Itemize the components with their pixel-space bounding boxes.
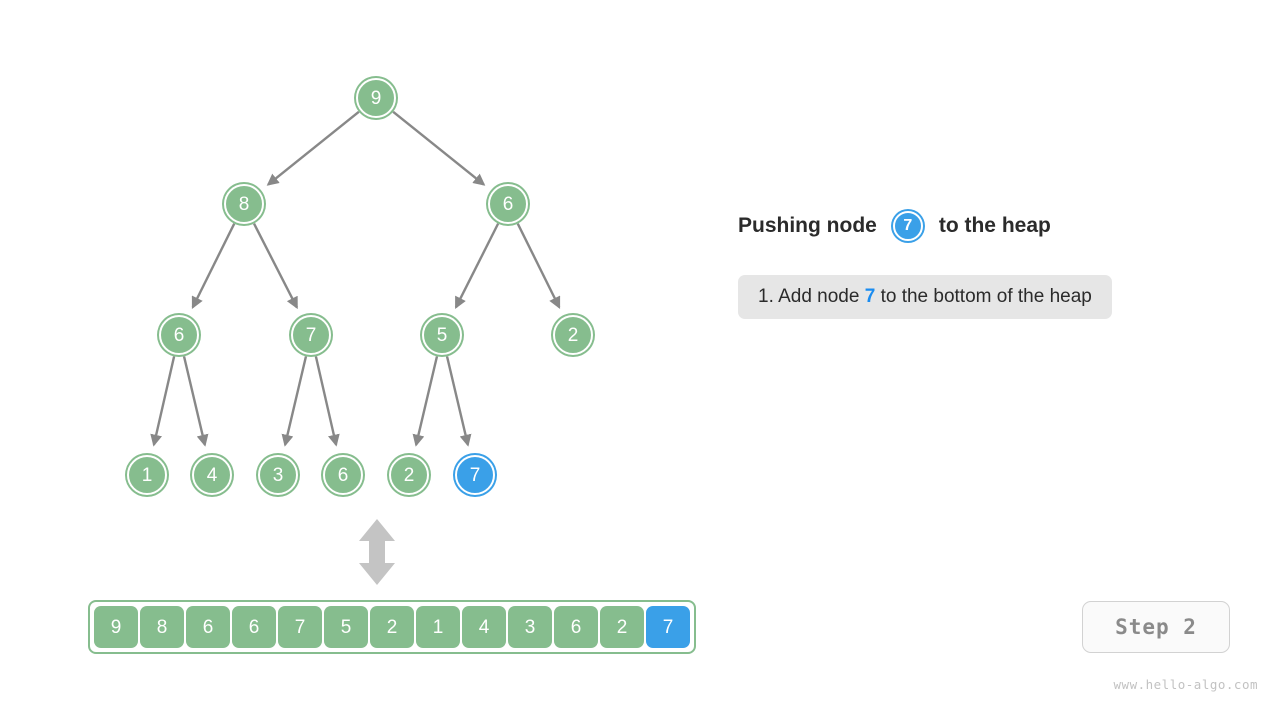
tree-node-n10: 6 bbox=[323, 455, 363, 495]
array-cell-value: 4 bbox=[478, 616, 490, 638]
tree-node-value: 6 bbox=[502, 193, 514, 215]
tree-node-n9: 3 bbox=[258, 455, 298, 495]
tree-node-n4: 7 bbox=[291, 315, 331, 355]
array-cell-value: 2 bbox=[386, 616, 398, 638]
pushed-node-badge: 7 bbox=[892, 211, 923, 241]
array-cell-value: 2 bbox=[616, 616, 628, 638]
array-cell-10: 6 bbox=[554, 606, 598, 648]
tree-edge-n5-n12 bbox=[445, 356, 472, 447]
tree-node-value: 7 bbox=[469, 464, 481, 486]
description-panel: Pushing node 7 to the heap 1. Add node 7… bbox=[738, 206, 1238, 319]
tree-array-equivalence-arrow bbox=[358, 518, 396, 586]
binary-heap-tree: 9 8 6 6 7 5 2 1 4 3 6 2 7 bbox=[0, 0, 720, 540]
array-cell-value: 6 bbox=[248, 616, 260, 638]
tree-node-n5: 5 bbox=[422, 315, 462, 355]
tree-node-value: 8 bbox=[238, 193, 250, 215]
tree-node-value: 9 bbox=[370, 87, 382, 109]
tree-node-value: 7 bbox=[305, 324, 317, 346]
step-text-prefix: 1. Add node bbox=[758, 286, 865, 307]
step-badge-label: Step 2 bbox=[1115, 615, 1197, 639]
tree-edges-layer bbox=[150, 110, 561, 447]
tree-node-value: 6 bbox=[173, 324, 185, 346]
tree-node-n7: 1 bbox=[127, 455, 167, 495]
array-cell-4: 7 bbox=[278, 606, 322, 648]
tree-edge-n3-n7 bbox=[150, 356, 176, 447]
array-cell-11: 2 bbox=[600, 606, 644, 648]
array-cell-0: 9 bbox=[94, 606, 138, 648]
array-cell-value: 7 bbox=[662, 616, 674, 638]
array-cell-8: 4 bbox=[462, 606, 506, 648]
array-cell-1: 8 bbox=[140, 606, 184, 648]
array-cell-value: 6 bbox=[202, 616, 214, 638]
array-cell-value: 7 bbox=[294, 616, 306, 638]
tree-edge-n5-n11 bbox=[412, 356, 439, 447]
tree-node-n11: 2 bbox=[389, 455, 429, 495]
tree-edge-n4-n10 bbox=[314, 356, 340, 447]
panel-title-suffix: to the heap bbox=[938, 214, 1051, 237]
watermark: www.hello-algo.com bbox=[1113, 677, 1258, 692]
array-cell-3: 6 bbox=[232, 606, 276, 648]
tree-node-value: 6 bbox=[337, 464, 349, 486]
tree-node-n12: 7 bbox=[455, 455, 495, 495]
array-cell-2: 6 bbox=[186, 606, 230, 648]
step-text-highlight: 7 bbox=[864, 286, 876, 307]
array-cell-12: 7 bbox=[646, 606, 690, 648]
tree-node-n6: 2 bbox=[553, 315, 593, 355]
array-cell-7: 1 bbox=[416, 606, 460, 648]
tree-node-n8: 4 bbox=[192, 455, 232, 495]
array-cell-value: 1 bbox=[432, 616, 444, 638]
tree-edge-n3-n8 bbox=[182, 356, 209, 447]
array-cell-9: 3 bbox=[508, 606, 552, 648]
tree-edge-n0-n2 bbox=[392, 110, 486, 186]
array-cell-value: 8 bbox=[156, 616, 168, 638]
tree-node-n2: 6 bbox=[488, 184, 528, 224]
tree-node-value: 4 bbox=[206, 464, 218, 486]
tree-node-value: 2 bbox=[567, 324, 579, 346]
tree-node-n1: 8 bbox=[224, 184, 264, 224]
heap-array: 9 8 6 6 7 5 2 1 4 3 6 2 7 bbox=[88, 600, 696, 654]
panel-title: Pushing node 7 to the heap bbox=[738, 206, 1238, 246]
array-cell-value: 6 bbox=[570, 616, 582, 638]
tree-edge-n0-n1 bbox=[266, 110, 360, 186]
array-cell-value: 3 bbox=[524, 616, 536, 638]
panel-title-prefix: Pushing node bbox=[738, 214, 877, 237]
tree-node-value: 3 bbox=[272, 464, 284, 486]
tree-node-value: 1 bbox=[141, 464, 153, 486]
array-cell-value: 9 bbox=[110, 616, 122, 638]
step-badge: Step 2 bbox=[1082, 601, 1230, 653]
tree-edge-n2-n5 bbox=[454, 223, 500, 310]
step-instruction-box: 1. Add node 7 to the bottom of the heap bbox=[738, 275, 1112, 319]
tree-node-n3: 6 bbox=[159, 315, 199, 355]
tree-node-n0: 9 bbox=[356, 78, 396, 118]
array-cell-6: 2 bbox=[370, 606, 414, 648]
tree-edge-n4-n9 bbox=[281, 356, 308, 447]
tree-node-value: 2 bbox=[403, 464, 415, 486]
tree-edge-n1-n4 bbox=[252, 223, 298, 310]
tree-edge-n2-n6 bbox=[516, 223, 561, 309]
step-text-suffix: to the bottom of the heap bbox=[875, 286, 1092, 307]
array-cell-5: 5 bbox=[324, 606, 368, 648]
array-cell-value: 5 bbox=[340, 616, 352, 638]
tree-edge-n1-n3 bbox=[191, 223, 236, 309]
tree-node-value: 5 bbox=[436, 324, 448, 346]
